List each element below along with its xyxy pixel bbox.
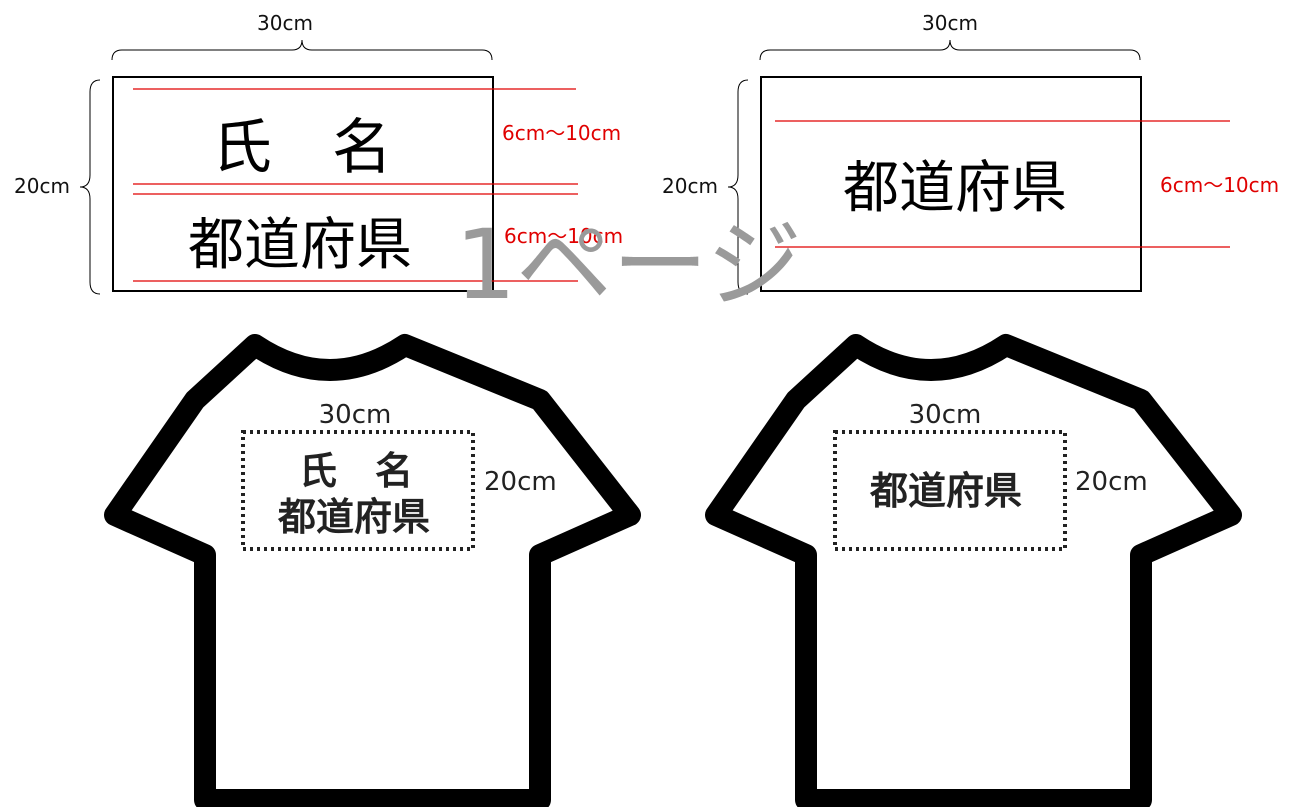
left-spec-panel: 30cm 20cm 氏 名 都道府県 6cm～10cm 6cm～10cm (14, 11, 623, 295)
tshirt-right-pref-text: 都道府県 (869, 469, 1022, 513)
tshirt-left-name-text: 氏 名 (299, 449, 413, 493)
tshirt-left-height-label: 20cm (484, 467, 557, 497)
right-height-label: 20cm (662, 174, 718, 198)
tshirt-right-outline (705, 334, 1242, 807)
right-height-brace (727, 79, 749, 295)
tshirt-left-print-area (241, 430, 475, 551)
right-pref-text: 都道府県 (843, 156, 1067, 221)
tshirt-right-height-label: 20cm (1075, 467, 1148, 497)
tshirt-right-print-area (833, 430, 1067, 551)
left-width-brace (111, 39, 493, 61)
left-height-brace (79, 79, 101, 295)
right-width-label: 30cm (922, 11, 978, 35)
right-width-brace (759, 39, 1141, 61)
tshirt-left: 30cm 20cm 氏 名 都道府県 (104, 334, 641, 807)
right-sign-frame (760, 76, 1142, 292)
left-pref-text: 都道府県 (188, 213, 412, 278)
left-height-label: 20cm (14, 174, 70, 198)
left-width-label: 30cm (257, 11, 313, 35)
tshirt-right: 30cm 20cm 都道府県 (705, 334, 1242, 807)
left-range-label-2: 6cm～10cm (504, 224, 623, 248)
tshirt-right-width-label: 30cm (909, 400, 982, 430)
left-range-label-1: 6cm～10cm (502, 121, 621, 145)
left-name-text: 氏 名 (212, 113, 392, 183)
right-spec-panel: 30cm 20cm 都道府県 6cm～10cm (662, 11, 1279, 295)
page-watermark: 1ページ (455, 209, 802, 321)
right-range-label: 6cm～10cm (1160, 173, 1279, 197)
tshirt-left-pref-text: 都道府県 (277, 495, 430, 539)
tshirt-left-width-label: 30cm (319, 400, 392, 430)
